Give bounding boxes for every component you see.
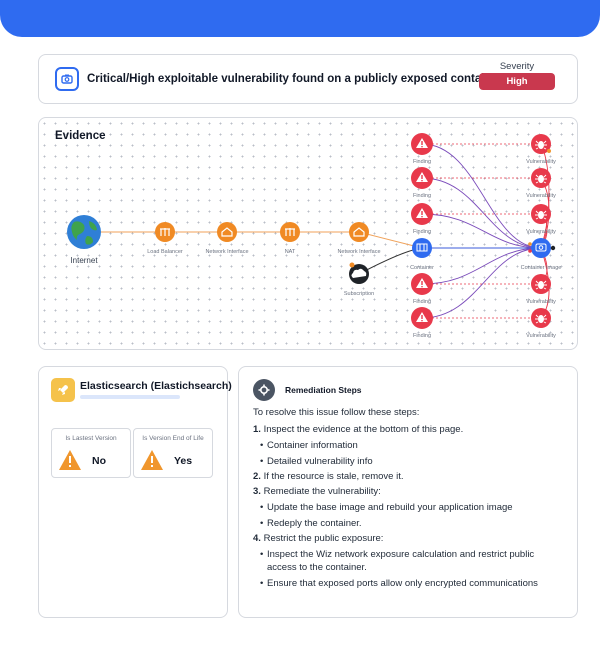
load-balancer-label: Load Balancer bbox=[147, 249, 183, 255]
latest-version-value: No bbox=[92, 455, 106, 467]
remediation-card: Remediation Steps To resolve this issue … bbox=[238, 366, 578, 618]
finding-icon[interactable] bbox=[411, 133, 433, 155]
technology-card: Elasticsearch (Elastichsearch) Is Lastes… bbox=[38, 366, 232, 618]
evidence-graph: Internet Load Balancer Network Interface… bbox=[67, 133, 562, 339]
step-text: If the resource is stale, remove it. bbox=[263, 471, 404, 482]
finding-icon[interactable] bbox=[411, 203, 433, 225]
end-of-life-value: Yes bbox=[174, 455, 193, 467]
finding-label: Finding bbox=[413, 299, 431, 305]
step-number: 4. bbox=[253, 533, 261, 544]
step-number: 3. bbox=[253, 486, 261, 497]
step-subitem: Container information bbox=[253, 439, 563, 452]
step-subitem: Inspect the Wiz network exposure calcula… bbox=[253, 548, 563, 574]
finding-icon[interactable] bbox=[411, 307, 433, 329]
remediation-step: 4. Restrict the public exposure: bbox=[253, 532, 563, 545]
step-number: 2. bbox=[253, 471, 261, 482]
remediation-step: 1. Inspect the evidence at the bottom of… bbox=[253, 423, 563, 436]
finding-icon[interactable] bbox=[411, 167, 433, 189]
step-subitem: Update the base image and rebuild your a… bbox=[253, 501, 563, 514]
network-interface-label: Network Interface bbox=[205, 249, 248, 255]
bug-icon[interactable] bbox=[531, 168, 551, 188]
technology-subtitle-bar bbox=[80, 395, 180, 399]
latest-version-box: Is Lastest Version No bbox=[51, 428, 131, 478]
end-of-life-box: Is Version End of Life Yes bbox=[133, 428, 213, 478]
step-number: 1. bbox=[253, 424, 261, 435]
gear-icon bbox=[253, 379, 275, 401]
step-subitem: Ensure that exposed ports allow only enc… bbox=[253, 577, 563, 590]
technology-name[interactable]: Elasticsearch (Elastichsearch) bbox=[80, 380, 232, 392]
subscription-label: Subscription bbox=[344, 291, 374, 297]
severity-badge[interactable]: High bbox=[479, 73, 555, 90]
container-icon[interactable] bbox=[412, 238, 432, 258]
nat-label: NAT bbox=[285, 249, 296, 255]
globe-icon[interactable] bbox=[67, 215, 101, 249]
step-text: Restrict the public exposure: bbox=[263, 533, 384, 544]
remediation-step: 3. Remediate the vulnerability: bbox=[253, 485, 563, 498]
finding-icon[interactable] bbox=[411, 273, 433, 295]
network-interface-icon[interactable] bbox=[349, 222, 369, 242]
finding-label: Finding bbox=[413, 333, 431, 339]
finding-label: Finding bbox=[413, 159, 431, 165]
finding-label: Finding bbox=[413, 193, 431, 199]
issue-title: Critical/High exploitable vulnerability … bbox=[87, 73, 503, 85]
evidence-title: Evidence bbox=[55, 130, 106, 142]
vulnerability-label: Vulnerability bbox=[526, 193, 556, 199]
step-subitem: Redeply the container. bbox=[253, 517, 563, 530]
network-interface-icon[interactable] bbox=[217, 222, 237, 242]
evidence-panel: Evidence Inter bbox=[38, 117, 578, 350]
rocket-icon bbox=[51, 378, 75, 402]
network-interface-label: Network Interface bbox=[337, 249, 380, 255]
step-subitem: Detailed vulnerability info bbox=[253, 455, 563, 468]
load-balancer-icon[interactable] bbox=[155, 222, 175, 242]
remediation-body: To resolve this issue follow these steps… bbox=[253, 406, 563, 590]
latest-version-label: Is Lastest Version bbox=[65, 435, 117, 442]
nat-icon[interactable] bbox=[280, 222, 300, 242]
step-text: Inspect the evidence at the bottom of th… bbox=[263, 424, 464, 435]
top-banner bbox=[0, 0, 600, 37]
vulnerability-label: Vulnerability bbox=[526, 333, 556, 339]
vulnerability-label: Vulnerability bbox=[526, 229, 556, 235]
container-image-icon[interactable] bbox=[528, 238, 556, 258]
container-image-label: Container Image bbox=[521, 265, 562, 271]
step-text: Remediate the vulnerability: bbox=[263, 486, 381, 497]
severity-label: Severity bbox=[499, 61, 535, 72]
warning-icon bbox=[59, 450, 81, 470]
bug-icon[interactable] bbox=[531, 308, 551, 328]
finding-label: Finding bbox=[413, 229, 431, 235]
container-label: Container bbox=[410, 265, 434, 271]
container-shield-icon bbox=[55, 67, 79, 91]
issue-header: Critical/High exploitable vulnerability … bbox=[38, 54, 578, 104]
bug-icon[interactable] bbox=[531, 204, 551, 224]
subscription-icon[interactable] bbox=[349, 262, 369, 285]
remediation-step: 2. If the resource is stale, remove it. bbox=[253, 470, 563, 483]
end-of-life-label: Is Version End of Life bbox=[142, 435, 204, 442]
vulnerability-label: Vulnerability bbox=[526, 299, 556, 305]
bug-icon[interactable] bbox=[531, 274, 551, 294]
remediation-intro: To resolve this issue follow these steps… bbox=[253, 407, 420, 418]
bug-icon[interactable] bbox=[531, 134, 551, 154]
internet-label: Internet bbox=[70, 256, 98, 265]
vulnerability-label: Vulnerability bbox=[526, 159, 556, 165]
remediation-title: Remediation Steps bbox=[285, 385, 362, 395]
warning-icon bbox=[141, 450, 163, 470]
